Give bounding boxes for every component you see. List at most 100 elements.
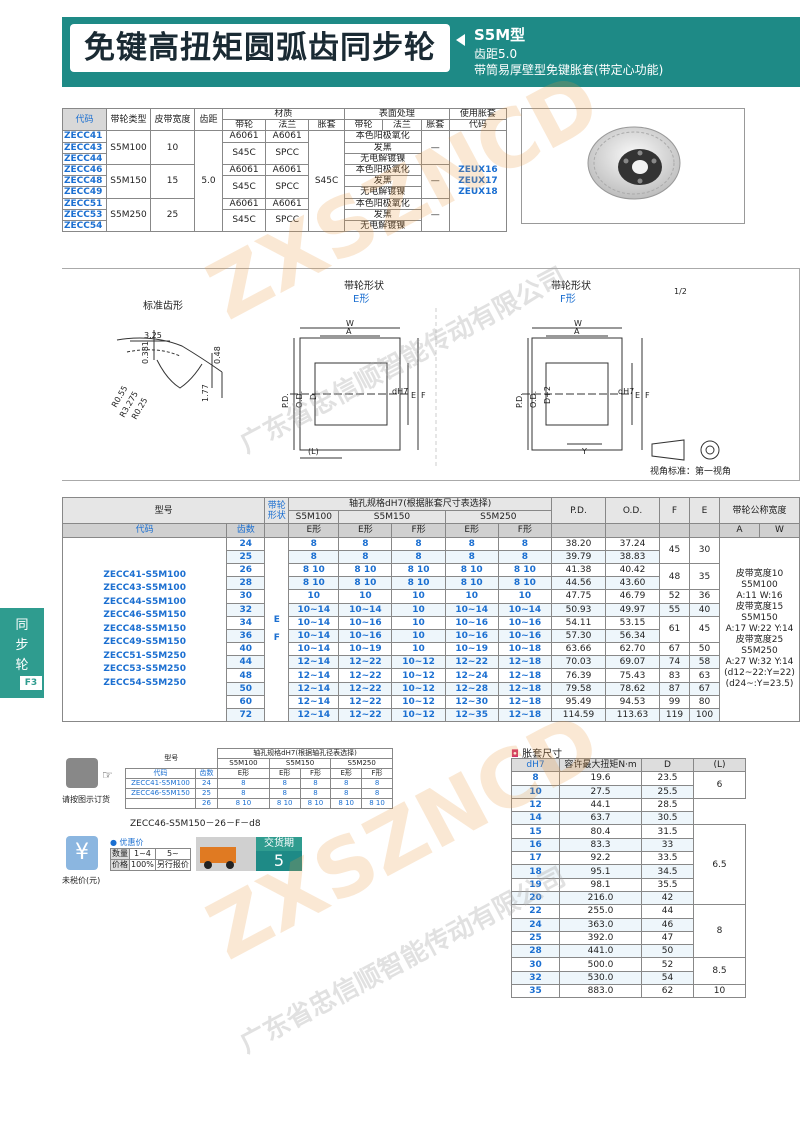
dim-text: 3.25 <box>144 331 162 340</box>
dim-letter-w: W <box>346 319 354 328</box>
order-cell: 25 <box>195 788 218 799</box>
bore-cell: 10~12 <box>391 694 446 710</box>
main-h-blank <box>264 523 290 538</box>
teeth-cell: 44 <box>226 655 266 670</box>
sleeve-d: 10 <box>511 784 560 799</box>
bore-cell: 8 10 <box>338 562 393 578</box>
od-cell: 38.83 <box>605 549 660 564</box>
main-h-shape: 带轮形状 <box>264 496 290 525</box>
od-cell: 62.70 <box>605 642 660 657</box>
main-h-teeth: 齿数 <box>226 523 266 538</box>
bore-cell: 10~14 <box>288 628 340 644</box>
bore-cell: 10~12 <box>391 707 446 723</box>
spec-mat: A6061 <box>265 130 310 143</box>
pd-cell: 50.93 <box>551 602 606 617</box>
phone-icon <box>66 758 98 788</box>
bore-cell: 10~16 <box>444 615 499 630</box>
first-angle-circle <box>700 440 720 460</box>
spec-surf: 无电解镀镍 <box>343 152 422 165</box>
bore-cell: 10 <box>391 589 446 604</box>
order-h: S5M100 <box>217 758 270 769</box>
sleeve-torque: 63.7 <box>559 811 642 826</box>
main-h-e: E <box>689 496 720 525</box>
od-cell: 69.07 <box>605 655 660 670</box>
sleeve-torque: 98.1 <box>559 877 642 892</box>
spec-width: 10 <box>150 130 195 165</box>
e-cell: 100 <box>689 707 720 723</box>
spec-h-pitch: 齿距 <box>194 107 223 132</box>
dim-letter-dh: dH7 <box>392 387 408 396</box>
sleeve-d: 16 <box>511 837 560 853</box>
sleeve-torque: 441.0 <box>559 944 642 959</box>
order-h: S5M250 <box>330 758 393 769</box>
bore-cell: 12~28 <box>444 681 499 696</box>
bore-cell: 10~16 <box>497 615 553 630</box>
bore-cell: 10~16 <box>444 628 499 644</box>
bore-cell: 12~14 <box>288 681 340 696</box>
spec-code: ZECC54 <box>62 219 107 233</box>
spec-h-width: 皮带宽度 <box>150 107 195 132</box>
spec-h-sleeve: 使用胀套 <box>448 107 508 121</box>
sleeve-dia: 30.5 <box>641 811 694 826</box>
dim-letter-f: F <box>421 391 426 400</box>
spec-surf: 本色阳极氧化 <box>343 163 422 177</box>
od-cell: 113.63 <box>605 707 660 723</box>
dim-letter-e: E <box>411 391 416 400</box>
sleeve-dia: 31.5 <box>641 824 694 839</box>
sleeve-d: 32 <box>511 970 560 986</box>
spec-surf: 无电解镀镍 <box>343 219 422 233</box>
bore-cell: 10~19 <box>338 642 393 657</box>
pitch-text: 齿距5.0 <box>474 47 518 61</box>
dim-text: 0.48 <box>213 346 222 364</box>
main-h-e: E形 <box>338 523 393 538</box>
bore-cell: 10 <box>288 589 340 604</box>
spec-h-code: 代码 <box>62 107 107 132</box>
teeth-cell: 30 <box>226 589 266 604</box>
order-cell: 8 10 <box>361 798 393 809</box>
od-cell: 46.79 <box>605 589 660 604</box>
dim-letter-l: (L) <box>308 447 319 456</box>
sleeve-code: ZEUX18 <box>458 186 498 197</box>
e-cell: 40 <box>689 602 720 617</box>
bore-cell: 10~14 <box>288 602 340 617</box>
od-cell: 37.24 <box>605 536 660 551</box>
f-cell: 48 <box>659 562 690 591</box>
bore-cell: 12~24 <box>444 668 499 683</box>
order-h: E形 <box>330 768 363 779</box>
bore-cell: 8 10 <box>288 576 340 591</box>
model-code: ZECC53-S5M250 <box>103 664 186 675</box>
sleeve-d: 25 <box>511 930 560 946</box>
width-line: S5M100 <box>741 579 778 590</box>
od-cell: 56.34 <box>605 628 660 644</box>
sleeve-d: 14 <box>511 811 560 826</box>
main-h-s150: S5M150 <box>338 510 446 525</box>
pd-cell: 114.59 <box>551 707 606 723</box>
od-cell: 49.97 <box>605 602 660 617</box>
price-h: 数量 <box>110 848 130 860</box>
order-cell: ZECC41-S5M100 <box>125 778 196 789</box>
bore-cell: 12~22 <box>444 655 499 670</box>
order-h-model: 型号 <box>125 748 218 769</box>
sleeve-torque: 19.6 <box>559 771 642 786</box>
sleeve-torque: 255.0 <box>559 904 642 919</box>
pd-cell: 41.38 <box>551 562 606 578</box>
spec-type: S5M100 <box>106 130 151 165</box>
bore-cell: 10 <box>497 589 553 604</box>
bore-cell: 12~14 <box>288 668 340 683</box>
bore-cell: 10~12 <box>391 681 446 696</box>
e-shape-label: E形 <box>353 294 370 305</box>
bore-cell: 8 <box>391 549 446 564</box>
bore-cell: 10~16 <box>497 628 553 644</box>
f-cell: 119 <box>659 707 690 723</box>
sleeve-d: 17 <box>511 851 560 866</box>
order-cell <box>125 798 196 809</box>
